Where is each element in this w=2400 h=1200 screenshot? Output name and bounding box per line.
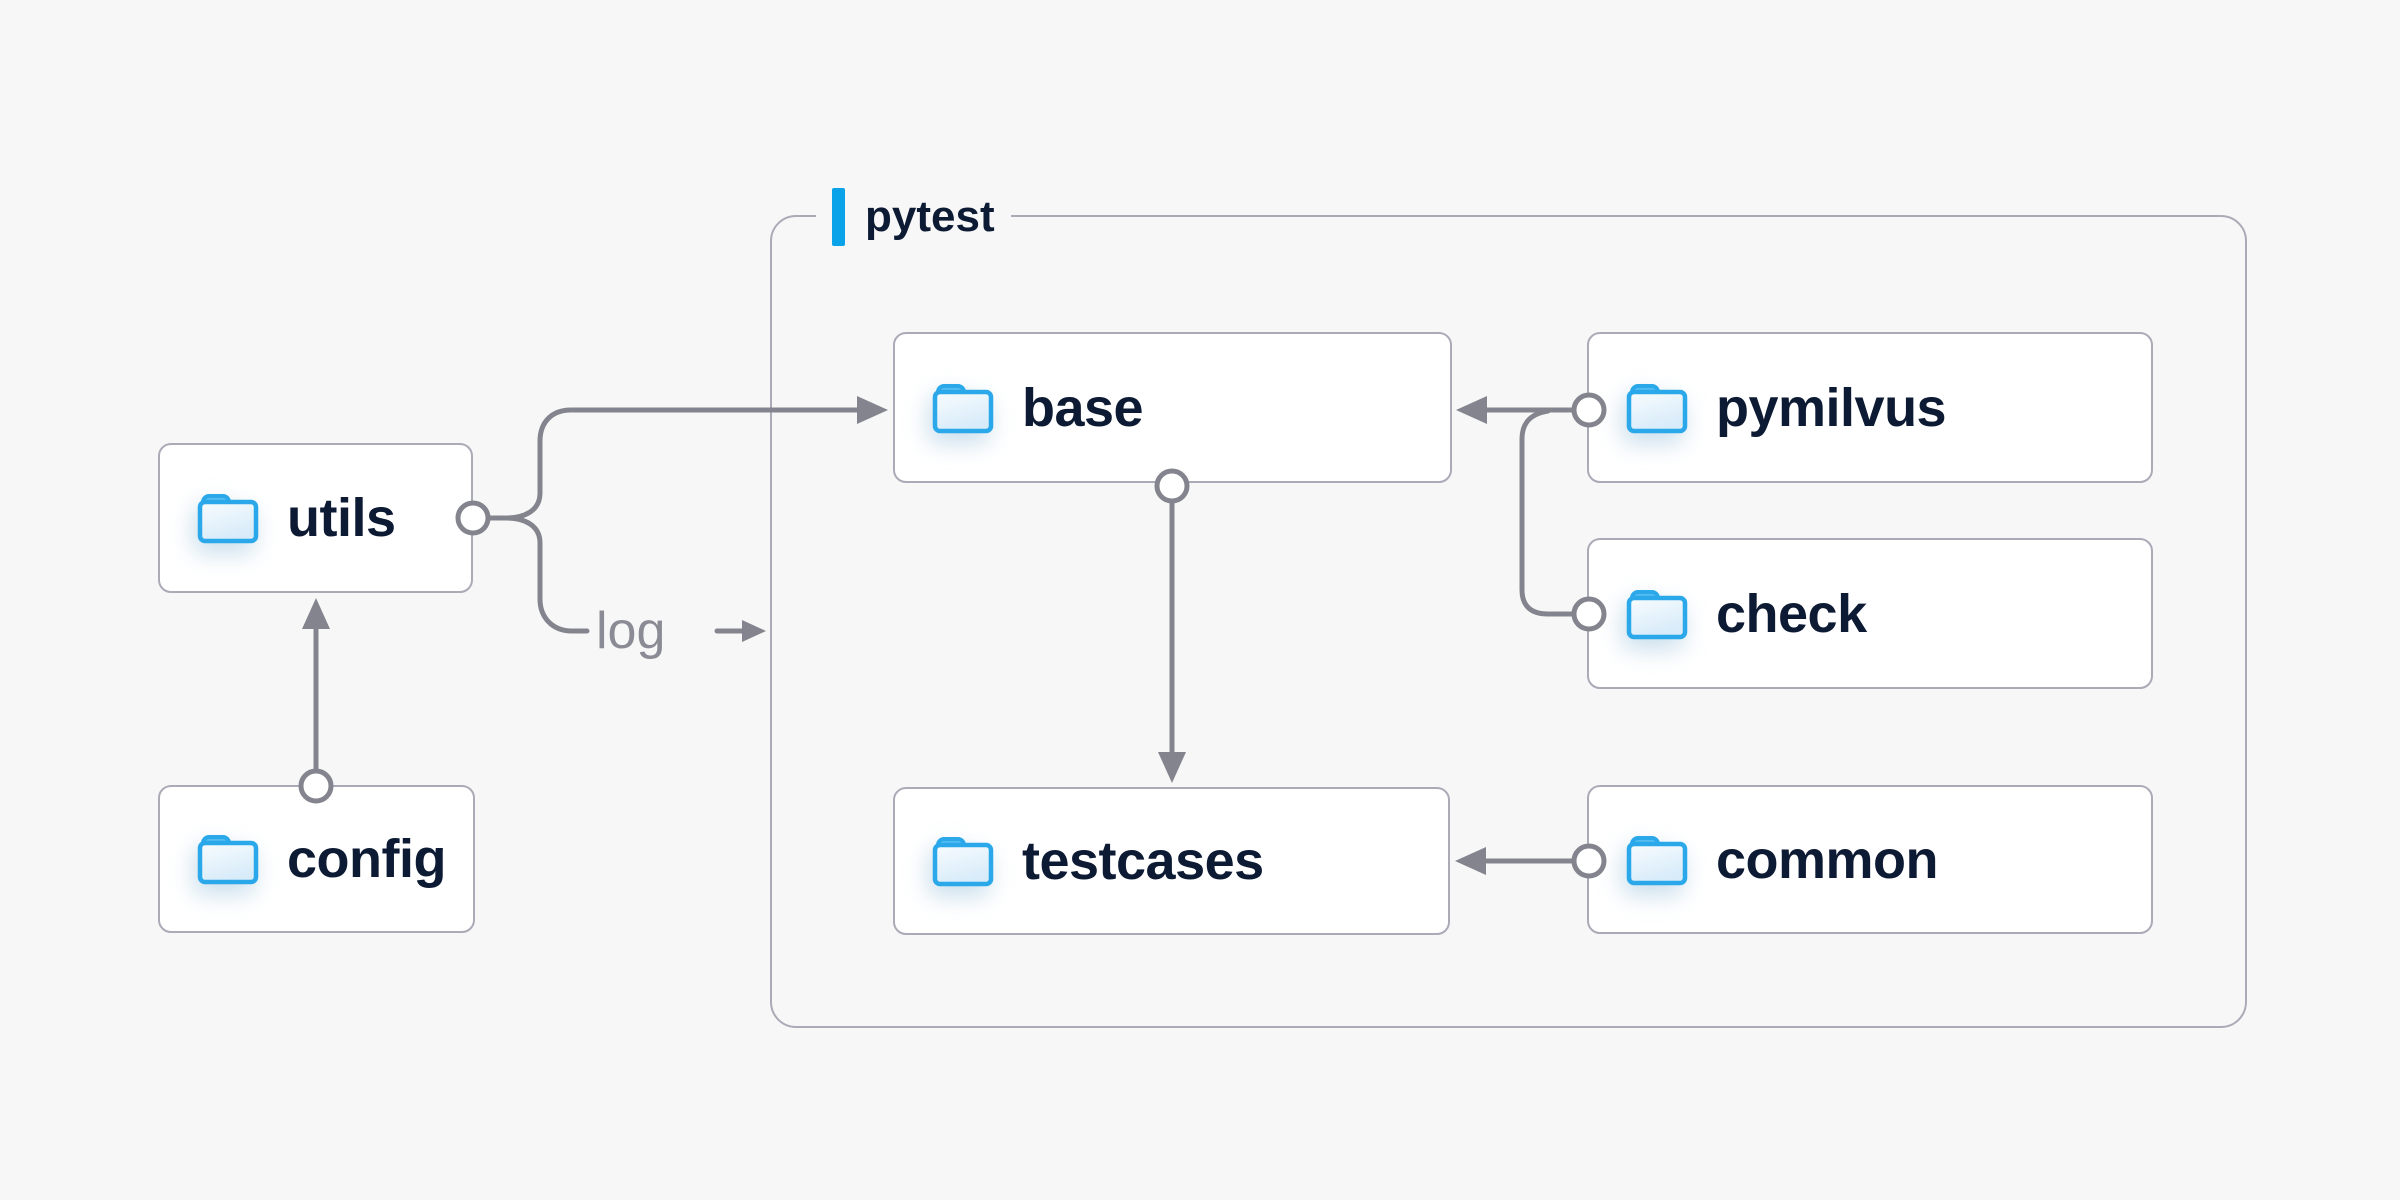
node-config-label: config [287, 829, 446, 889]
node-base: base [893, 332, 1452, 483]
node-check-label: check [1716, 583, 1867, 644]
group-pytest-label-text: pytest [865, 192, 995, 241]
arrow-up-icon [302, 598, 330, 629]
edge-label-log: log [596, 602, 666, 660]
folder-icon [197, 833, 259, 885]
node-pymilvus-label: pymilvus [1716, 377, 1947, 438]
edge-config-utils [298, 598, 334, 804]
folder-icon [932, 382, 994, 434]
node-common-label: common [1716, 829, 1939, 890]
node-base-label: base [1022, 377, 1144, 438]
accent-bar [832, 188, 845, 246]
folder-icon [932, 835, 994, 887]
node-config: config [158, 785, 475, 933]
node-testcases-label: testcases [1022, 831, 1264, 891]
folder-icon [1626, 588, 1688, 640]
folder-icon [1626, 382, 1688, 434]
node-testcases: testcases [893, 787, 1450, 935]
node-common: common [1587, 785, 2153, 934]
edge-utils-log [455, 500, 590, 634]
group-pytest: pytest [770, 185, 2247, 1028]
node-utils-label: utils [287, 488, 396, 548]
node-utils: utils [158, 443, 473, 593]
node-check: check [1587, 538, 2153, 689]
node-pymilvus: pymilvus [1587, 332, 2153, 483]
folder-icon [1626, 834, 1688, 886]
folder-icon [197, 492, 259, 544]
group-pytest-label: pytest [816, 185, 1011, 249]
log-arrow-icon [714, 620, 766, 642]
